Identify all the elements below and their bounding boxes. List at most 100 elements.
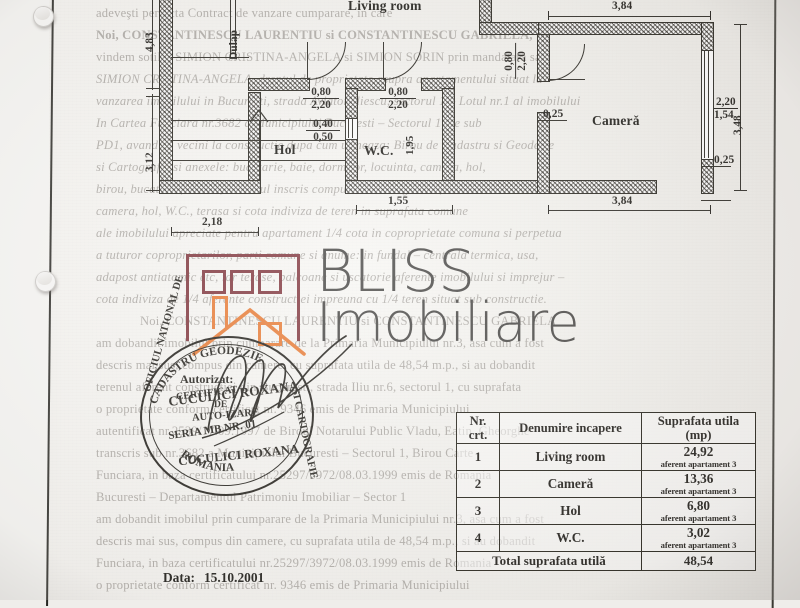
row-name: Hol bbox=[499, 497, 642, 525]
dim-line bbox=[356, 210, 453, 212]
dim-tick bbox=[146, 88, 159, 90]
row-name: Living room bbox=[499, 443, 642, 471]
date-label: Data: bbox=[163, 570, 195, 585]
door-leaf bbox=[548, 79, 585, 81]
table-row: 4 W.C. 3,02 aferent apartament 3 bbox=[456, 524, 757, 552]
punch-hole-bottom bbox=[35, 271, 56, 292]
stair-arrow-icon bbox=[249, 109, 269, 123]
row-note: aferent apartament 3 bbox=[660, 513, 737, 523]
dulap-line bbox=[171, 57, 249, 59]
hol-floor-line bbox=[171, 140, 346, 142]
opening-width: 0,40 bbox=[306, 118, 340, 132]
wall-exterior-left bbox=[159, 0, 173, 194]
row-area: 3,02 bbox=[686, 525, 711, 540]
row-name: Camerǎ bbox=[499, 470, 642, 498]
doc-line: Bucuresti – Departamentul Patrimoniu Imo… bbox=[96, 490, 407, 504]
dim-tick bbox=[171, 227, 173, 236]
wall-camera-right-top bbox=[701, 22, 714, 52]
opening-dim-4: 0,40 0,50 bbox=[306, 118, 340, 144]
wall-living-hol bbox=[248, 78, 310, 91]
dim-tick bbox=[548, 11, 550, 20]
total-label: Total suprafata utilă bbox=[456, 551, 642, 571]
door-leaf bbox=[383, 42, 385, 80]
doc-line: vanzarea imobilului in Bucuresti, strada… bbox=[96, 94, 581, 108]
row-area-cell: 24,92 aferent apartament 3 bbox=[640, 443, 757, 471]
table-total-row: Total suprafata utilă 48,54 bbox=[456, 551, 757, 571]
col-header-nr: Nr. crt. bbox=[456, 412, 500, 444]
doc-line: cota indiviza de 1/4 aferente constructi… bbox=[96, 292, 547, 306]
dim-line bbox=[701, 166, 731, 168]
row-nr: 2 bbox=[456, 470, 500, 498]
row-nr: 4 bbox=[456, 524, 500, 552]
room-label-dulap: Dulap bbox=[228, 29, 240, 60]
dim-tick bbox=[710, 11, 712, 20]
hol-floor-line bbox=[259, 120, 261, 180]
col-header-area-l1: Suprafata utila bbox=[657, 414, 740, 428]
opening-height: 0,50 bbox=[313, 131, 333, 144]
row-nr: 1 bbox=[456, 443, 500, 471]
dim-tick bbox=[734, 190, 747, 192]
room-label-camera: Camerǎ bbox=[592, 113, 640, 128]
punch-hole-top bbox=[33, 6, 54, 27]
opening-height: 2,20 bbox=[516, 51, 529, 71]
wall-wc-top bbox=[421, 78, 455, 91]
wall-living-camera bbox=[479, 22, 539, 35]
opening-width: 0,80 bbox=[303, 86, 339, 100]
door-swing-wc bbox=[384, 42, 422, 80]
notary-stamp: CADASTRU GEODEZIE ROMANIA OFICIUL NATION… bbox=[134, 274, 353, 502]
bliss-logo: BLISS Imobiliare bbox=[186, 242, 586, 356]
window-line bbox=[703, 50, 705, 158]
wall-bottom-long bbox=[345, 180, 657, 194]
opening-height: 1,54 bbox=[714, 109, 734, 122]
dim-hol-bottom: 2,18 bbox=[202, 216, 223, 228]
logo-chimney bbox=[212, 296, 228, 329]
dim-line bbox=[537, 120, 567, 122]
dim-camera-bottom: 3,84 bbox=[612, 195, 633, 207]
opening-dim-2: 0,80 2,20 bbox=[380, 86, 416, 112]
doc-line: adapost antiatomic etc, iar terase, balc… bbox=[96, 270, 565, 284]
right-margin bbox=[775, 0, 800, 600]
hol-floor-line bbox=[171, 120, 346, 122]
dim-camera-top: 3,84 bbox=[612, 0, 633, 12]
dim-line bbox=[548, 210, 711, 212]
logo-building-outline bbox=[186, 254, 300, 341]
dim-tick bbox=[356, 205, 358, 214]
doc-line: transcris sub nr.3682 a Municipiului Buc… bbox=[96, 446, 474, 460]
door-swing-camera bbox=[548, 44, 585, 81]
wall-hol-bottom bbox=[159, 180, 261, 194]
opening-width: 0,80 bbox=[380, 86, 416, 100]
opening-width: 0,80 bbox=[503, 42, 517, 79]
dim-tick bbox=[452, 205, 454, 214]
col-header-area: Suprafata utila (mp) bbox=[640, 412, 757, 444]
dim-tick bbox=[548, 205, 550, 214]
dim-line bbox=[548, 16, 711, 18]
opening-dim-1: 0,80 2,20 bbox=[303, 86, 339, 112]
row-area-cell: 6,80 aferent apartament 3 bbox=[640, 497, 757, 525]
col-header-nr-l1: Nr. bbox=[469, 414, 487, 428]
row-note: aferent apartament 3 bbox=[660, 540, 737, 550]
row-note: aferent apartament 3 bbox=[660, 486, 737, 496]
row-name: W.C. bbox=[499, 524, 642, 552]
table-row: 3 Hol 6,80 aferent apartament 3 bbox=[456, 497, 757, 525]
col-header-nr-l2: crt. bbox=[468, 428, 488, 442]
opening-height: 2,20 bbox=[311, 99, 331, 112]
opening-line bbox=[352, 118, 353, 138]
row-nr: 3 bbox=[456, 497, 500, 525]
dim-tick bbox=[258, 227, 260, 236]
row-area: 6,80 bbox=[686, 498, 711, 513]
table-row: 2 Camerǎ 13,36 aferent apartament 3 bbox=[456, 470, 757, 498]
dim-line bbox=[152, 94, 154, 192]
wall-wc-right bbox=[442, 88, 455, 182]
window-line bbox=[708, 50, 709, 158]
logo-brand-top: BLISS bbox=[316, 237, 475, 305]
left-margin bbox=[0, 0, 49, 600]
door-leaf bbox=[307, 42, 309, 80]
dim-line bbox=[740, 24, 742, 191]
room-label-living: Living room bbox=[348, 0, 422, 13]
wall-living-right bbox=[479, 0, 492, 24]
logo-window-3 bbox=[258, 270, 282, 294]
dim-tick bbox=[734, 24, 747, 26]
door-swing-hol bbox=[308, 42, 346, 80]
dim-left-lower: 3,12 bbox=[144, 152, 156, 172]
